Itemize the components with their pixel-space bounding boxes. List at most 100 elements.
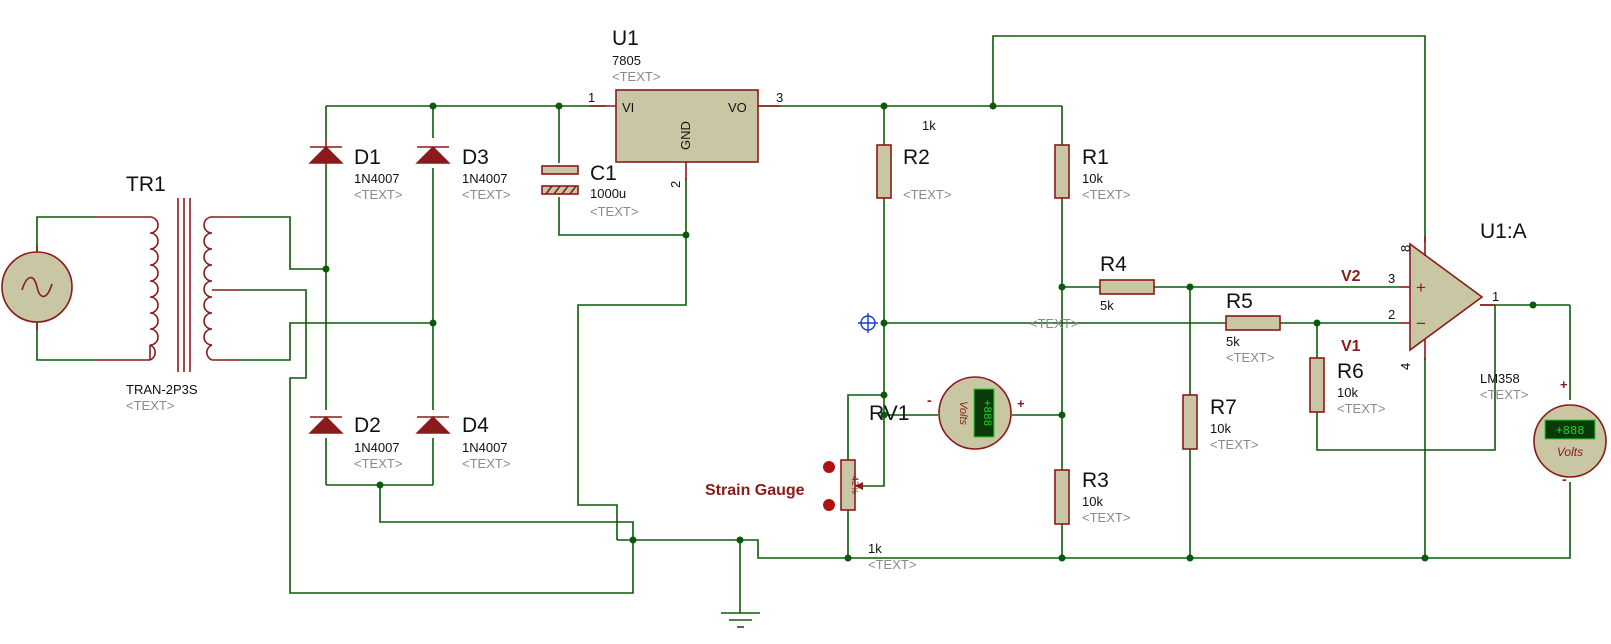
d3-model: 1N4007 xyxy=(462,171,508,186)
r4-value: 5k xyxy=(1100,298,1114,313)
d4-text: <TEXT> xyxy=(462,456,510,471)
meter-right-unit: Volts xyxy=(1557,445,1583,459)
r2-value: 1k xyxy=(922,118,936,133)
voltmeter-right[interactable]: +888 Volts + - xyxy=(1533,377,1607,487)
c1-text: <TEXT> xyxy=(590,204,638,219)
ground-symbol xyxy=(721,612,760,628)
opamp-pin1: 1 xyxy=(1492,289,1499,304)
ac-source[interactable] xyxy=(1,245,73,330)
rv1-text: <TEXT> xyxy=(868,557,916,572)
r2-ref: R2 xyxy=(903,146,930,169)
rv1-ref: RV1 xyxy=(869,402,909,425)
transformer-tr1[interactable]: TR1 TRAN-2P3S <TEXT> xyxy=(95,173,240,413)
opamp-model: LM358 xyxy=(1480,371,1520,386)
d1-text: <TEXT> xyxy=(354,187,402,202)
meter-right-plus: + xyxy=(1560,377,1568,392)
r5-ref: R5 xyxy=(1226,290,1253,313)
r3-ref: R3 xyxy=(1082,469,1109,492)
r7-value: 10k xyxy=(1210,421,1231,436)
opamp-pin4: 4 xyxy=(1398,363,1413,370)
opamp-plus: + xyxy=(1416,278,1426,297)
meter-mid-plus: + xyxy=(1017,396,1025,411)
meter-right-display: +888 xyxy=(1556,424,1585,438)
meter-mid-unit: Volts xyxy=(957,401,969,426)
rv1-value: 1k xyxy=(868,541,882,556)
r1-text: <TEXT> xyxy=(1082,187,1130,202)
u1-pin3: 3 xyxy=(776,90,783,105)
meter-mid-minus: - xyxy=(927,392,932,408)
d3-ref: D3 xyxy=(462,146,489,169)
opamp-u1a[interactable]: + − 8 4 3 2 1 U1:A LM358 <TEXT> xyxy=(1388,220,1528,402)
u1-pin1: 1 xyxy=(588,90,595,105)
net-label-v1: V1 xyxy=(1341,338,1361,355)
resistor-r1[interactable]: R1 10k <TEXT> xyxy=(1054,144,1130,202)
diode-d3[interactable]: D3 1N4007 <TEXT> xyxy=(415,146,510,202)
r1-value: 10k xyxy=(1082,171,1103,186)
capacitor-c1[interactable]: C1 1000u <TEXT> xyxy=(541,162,638,219)
u1-ref: U1 xyxy=(612,27,639,50)
tr1-model: TRAN-2P3S xyxy=(126,382,198,397)
r7-text: <TEXT> xyxy=(1210,437,1258,452)
meter-right-minus: - xyxy=(1562,471,1567,487)
d2-model: 1N4007 xyxy=(354,440,400,455)
resistor-r5[interactable]: R5 5k <TEXT> xyxy=(1225,290,1281,365)
r6-text: <TEXT> xyxy=(1337,401,1385,416)
opamp-pin3: 3 xyxy=(1388,271,1395,286)
opamp-minus: − xyxy=(1416,314,1426,333)
diode-d2[interactable]: D2 1N4007 <TEXT> xyxy=(308,414,402,471)
d4-model: 1N4007 xyxy=(462,440,508,455)
d4-ref: D4 xyxy=(462,414,489,437)
opamp-pin2: 2 xyxy=(1388,307,1395,322)
center-text: <TEXT> xyxy=(1030,316,1078,331)
rv1-adjust-down[interactable] xyxy=(823,499,835,511)
meter-mid-display: +888 xyxy=(980,400,992,426)
opamp-text: <TEXT> xyxy=(1480,387,1528,402)
c1-value: 1000u xyxy=(590,186,626,201)
junctions xyxy=(322,102,1537,562)
rv1-adjust-up[interactable] xyxy=(823,461,835,473)
wires xyxy=(36,35,1571,613)
r4-ref: R4 xyxy=(1100,253,1127,276)
d2-text: <TEXT> xyxy=(354,456,402,471)
r3-text: <TEXT> xyxy=(1082,510,1130,525)
r5-text: <TEXT> xyxy=(1226,350,1274,365)
resistor-r4[interactable]: R4 5k xyxy=(1099,253,1155,313)
r6-ref: R6 xyxy=(1337,360,1364,383)
tr1-text: <TEXT> xyxy=(126,398,174,413)
u1-pin-vi: VI xyxy=(622,100,634,115)
d1-ref: D1 xyxy=(354,146,381,169)
r5-value: 5k xyxy=(1226,334,1240,349)
u1-pin-gnd: GND xyxy=(678,121,693,150)
d2-ref: D2 xyxy=(354,414,381,437)
diode-d4[interactable]: D4 1N4007 <TEXT> xyxy=(415,414,510,471)
r2-text: <TEXT> xyxy=(903,187,951,202)
opamp-ref: U1:A xyxy=(1480,220,1527,243)
tr1-ref: TR1 xyxy=(126,173,166,196)
r6-value: 10k xyxy=(1337,385,1358,400)
d3-text: <TEXT> xyxy=(462,187,510,202)
resistor-r3[interactable]: R3 10k <TEXT> xyxy=(1054,469,1130,525)
probe-crosshair-icon[interactable] xyxy=(858,313,878,333)
regulator-u1[interactable]: VI VO GND 1 3 2 U1 7805 <TEXT> xyxy=(588,27,783,188)
strain-gauge-label: Strain Gauge xyxy=(705,482,805,499)
resistor-r7[interactable]: R7 10k <TEXT> xyxy=(1182,394,1258,452)
opamp-pin8: 8 xyxy=(1398,245,1413,252)
resistor-r2[interactable]: R2 1k <TEXT> xyxy=(876,118,951,202)
c1-ref: C1 xyxy=(590,162,617,185)
r3-value: 10k xyxy=(1082,494,1103,509)
r1-ref: R1 xyxy=(1082,146,1109,169)
r7-ref: R7 xyxy=(1210,396,1237,419)
voltmeter-middle[interactable]: +888 Volts - + xyxy=(927,376,1025,450)
u1-pin-vo: VO xyxy=(728,100,747,115)
diode-d1[interactable]: D1 1N4007 <TEXT> xyxy=(308,138,402,202)
u1-text: <TEXT> xyxy=(612,69,660,84)
net-label-v2: V2 xyxy=(1341,268,1361,285)
potentiometer-rv1[interactable]: 42% RV1 1k <TEXT> xyxy=(823,402,916,572)
u1-model: 7805 xyxy=(612,53,641,68)
d1-model: 1N4007 xyxy=(354,171,400,186)
resistor-r6[interactable]: R6 10k <TEXT> xyxy=(1309,357,1385,416)
u1-pin2: 2 xyxy=(668,181,683,188)
rv1-body-value: 42% xyxy=(850,476,860,494)
sine-wave-icon xyxy=(21,276,53,298)
